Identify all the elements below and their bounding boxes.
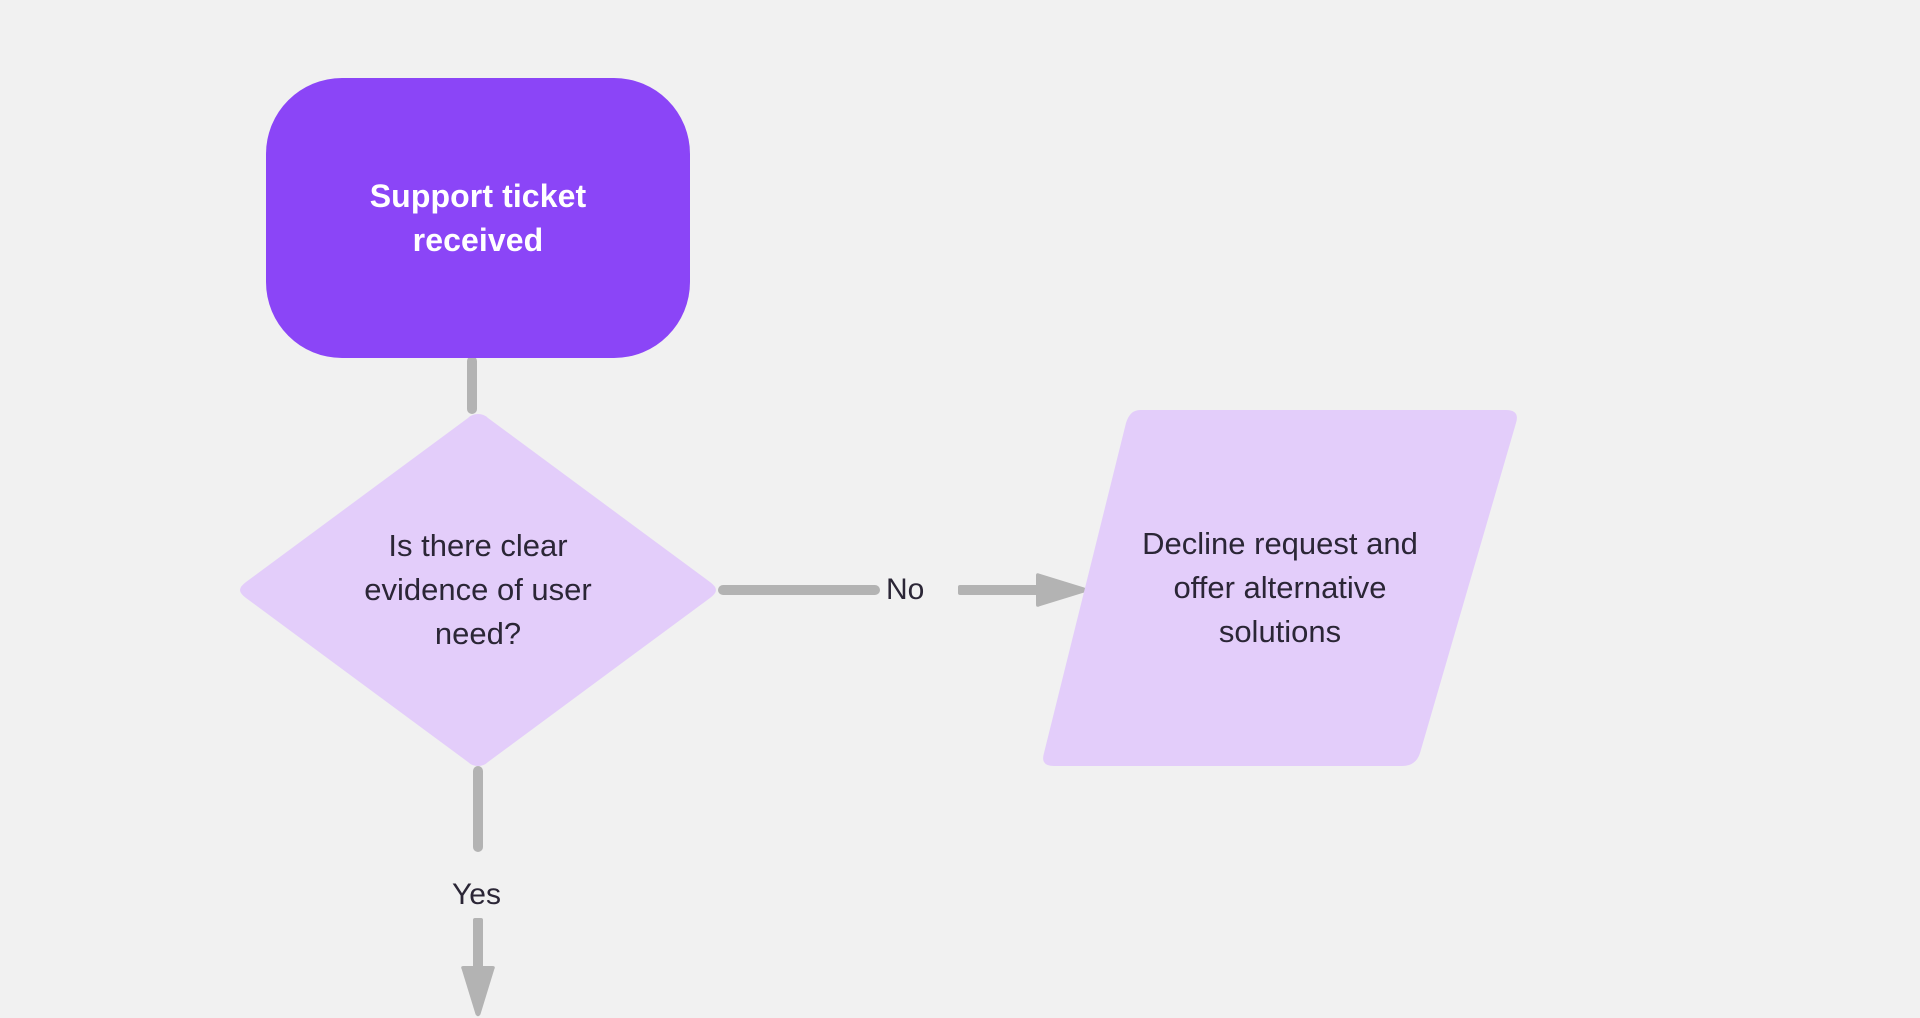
diamond-shape xyxy=(240,414,716,766)
node-decline-label: Decline request and offer alternative so… xyxy=(1142,525,1418,649)
edge-label-no: No xyxy=(886,573,925,606)
connector-decision-yes xyxy=(461,766,495,1017)
edge-label-yes: Yes xyxy=(452,878,501,911)
connector-start-to-decision xyxy=(467,356,477,414)
node-decline-request[interactable]: Decline request and offer alternative so… xyxy=(1040,410,1520,766)
node-decision-clear-evidence[interactable]: Is there clear evidence of user need? xyxy=(238,410,718,770)
connector-decision-to-decline xyxy=(718,573,1087,607)
node-start-label: Support ticket received xyxy=(369,177,587,258)
node-support-ticket-received[interactable]: Support ticket received xyxy=(266,78,690,358)
node-decision-label: Is there clear evidence of user need? xyxy=(364,527,592,651)
parallelogram-shape xyxy=(1043,410,1517,766)
